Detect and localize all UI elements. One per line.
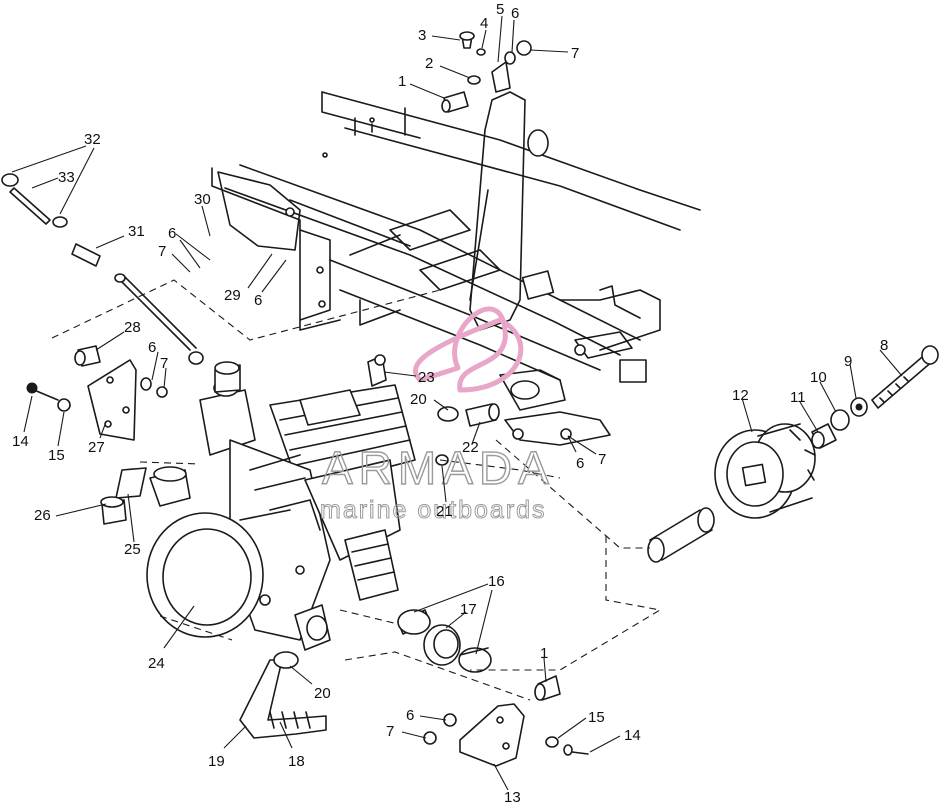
exhaust-pipe — [239, 651, 327, 739]
intake-boot-parts — [397, 609, 492, 673]
callout-label: 20 — [314, 685, 331, 702]
callout-label: 7 — [571, 45, 579, 62]
assembly-dashed-lines — [51, 279, 662, 701]
callout-label: 14 — [624, 727, 641, 744]
callout-label: 6 — [576, 455, 584, 472]
vehicle-frame — [211, 91, 701, 446]
callout-label: 13 — [504, 789, 521, 805]
callout-label: 26 — [34, 507, 51, 524]
callout-label: 32 — [84, 131, 101, 148]
clutch-bolt-assembly — [811, 345, 939, 449]
callout-label: 19 — [208, 753, 225, 770]
callout-label: 6 — [148, 339, 156, 356]
lower-mount-bracket — [423, 428, 589, 767]
callout-label: 3 — [418, 27, 426, 44]
callout-label: 6 — [254, 292, 262, 309]
callout-label: 25 — [124, 541, 141, 558]
callout-label: 1 — [398, 73, 406, 90]
callout-label: 7 — [386, 723, 394, 740]
callout-label: 28 — [124, 319, 141, 336]
upper-mount-hardware — [441, 31, 532, 113]
callout-label: 5 — [496, 1, 504, 18]
armada-logo-icon — [413, 306, 524, 393]
callout-label: 27 — [88, 439, 105, 456]
sensor-switch-parts — [100, 354, 500, 525]
armada-watermark: ARMADA marine outboards — [320, 306, 555, 525]
callout-label: 6 — [511, 5, 519, 22]
callout-label: 7 — [598, 451, 606, 468]
callout-label: 14 — [12, 433, 29, 450]
callout-label: 11 — [790, 389, 806, 406]
callout-label: 10 — [810, 369, 827, 386]
left-mount-bracket — [26, 345, 168, 441]
callout-label: 8 — [880, 337, 888, 354]
engine-assembly — [146, 361, 416, 651]
callout-label: 22 — [462, 439, 479, 456]
callout-label: 12 — [732, 387, 749, 404]
callout-label: 30 — [194, 191, 211, 208]
watermark-title: ARMADA — [322, 442, 555, 494]
callout-label: 2 — [425, 55, 433, 72]
callout-label: 17 — [460, 601, 477, 618]
callout-label: 4 — [480, 15, 488, 32]
clutch-cover-sleeve — [647, 507, 715, 563]
callout-leader-lines — [11, 15, 903, 791]
callout-label: 1 — [540, 645, 548, 662]
choke-cable-parts — [1, 173, 204, 365]
callout-label: 20 — [410, 391, 427, 408]
callout-label: 18 — [288, 753, 305, 770]
callout-label: 7 — [158, 243, 166, 260]
callout-label: 31 — [128, 223, 145, 240]
callout-label: 24 — [148, 655, 165, 672]
callout-label: 9 — [844, 353, 852, 370]
callout-label: 15 — [48, 447, 65, 464]
callout-label: 6 — [168, 225, 176, 242]
callout-label: 29 — [224, 287, 241, 304]
watermark-subtitle: marine outboards — [320, 496, 547, 524]
callout-label: 33 — [58, 169, 75, 186]
callout-label: 7 — [160, 355, 168, 372]
callout-numbers: 3 4 5 6 7 2 1 32 33 30 31 6 7 29 6 28 6 … — [12, 1, 888, 805]
callout-label: 16 — [488, 573, 505, 590]
callout-label: 15 — [588, 709, 605, 726]
callout-label: 23 — [418, 369, 435, 386]
drive-clutch — [714, 423, 816, 519]
callout-label: 6 — [406, 707, 414, 724]
callout-label: 21 — [436, 503, 453, 520]
